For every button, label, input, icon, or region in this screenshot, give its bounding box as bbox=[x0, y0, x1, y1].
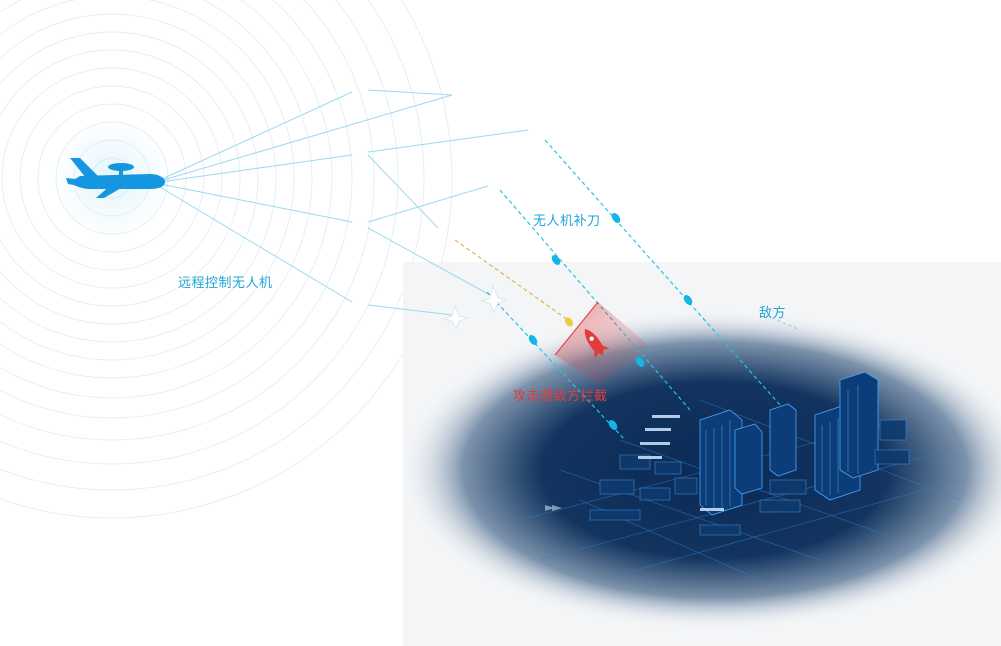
drone-jet-icon bbox=[442, 284, 508, 330]
radar-rings bbox=[0, 0, 453, 519]
enemy-label: 敌方 bbox=[759, 306, 787, 321]
enemy-path bbox=[771, 317, 801, 331]
intercept-edge bbox=[554, 301, 599, 356]
munition-drop-icon bbox=[564, 317, 574, 327]
intercept-zone bbox=[555, 302, 648, 385]
munition-drop-icon bbox=[528, 213, 693, 430]
digital-city-map bbox=[400, 310, 1001, 630]
awacs-aircraft-icon bbox=[66, 158, 166, 198]
signal-lines bbox=[159, 89, 529, 316]
drone-strike-label: 无人机补刀 bbox=[533, 214, 601, 229]
enemy-missile-icon bbox=[584, 328, 610, 359]
drone-paths bbox=[486, 139, 781, 441]
remote-control-label: 远程控制无人机 bbox=[178, 276, 273, 291]
intercept-path bbox=[454, 239, 569, 321]
intercept-label: 攻击遇敌方拦截 bbox=[513, 389, 608, 404]
